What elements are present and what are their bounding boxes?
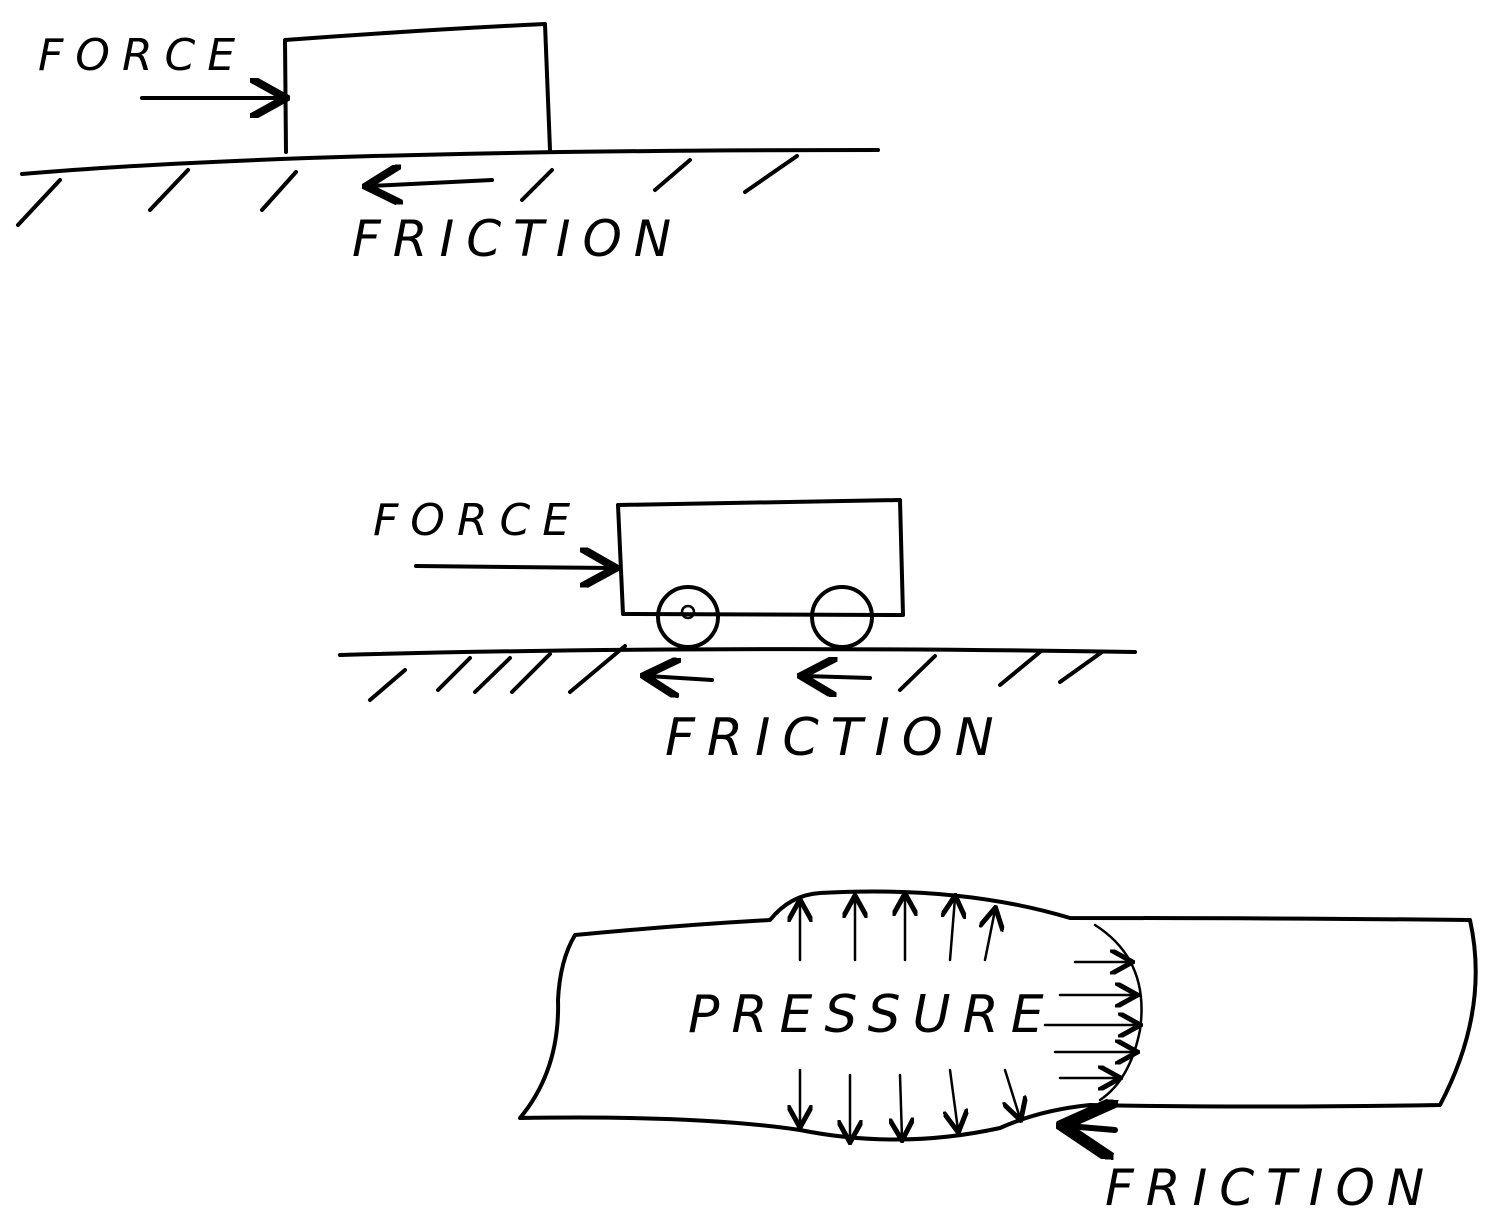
friction-arrow [1068,1126,1115,1130]
friction-label: FRICTION [665,708,1006,768]
wheel-left [656,585,720,649]
ground-line [20,148,880,176]
force-label: FORCE [38,30,247,81]
axle-left [680,604,696,620]
cart-body [616,498,905,617]
friction-arrow-right [805,676,872,678]
force-label: FORCE [373,495,582,546]
friction-arrow-left [648,676,714,680]
pressure-arrows-right [1043,962,1138,1078]
ground-line [338,647,1137,657]
wheeled-cart-diagram: FORCE FRICTION [338,495,1137,768]
pressure-arrows-down [800,1068,1020,1140]
pressurized-tube-diagram: PRESSURE FRICTION [518,889,1478,1217]
friction-arrow [370,180,494,186]
pressure-label: PRESSURE [688,985,1056,1045]
sliding-block-diagram: FORCE FRICTION [16,22,880,268]
pressure-arrows-up [800,896,995,962]
block [283,22,552,154]
friction-label: FRICTION [1105,1159,1436,1217]
friction-label: FRICTION [352,210,683,268]
pressure-bulge [1093,923,1143,1102]
force-arrow [414,566,612,568]
ground-hatching [368,644,1104,702]
wheel-right [810,585,874,649]
ground-hatching [16,154,799,227]
tube-outline [518,889,1478,1142]
